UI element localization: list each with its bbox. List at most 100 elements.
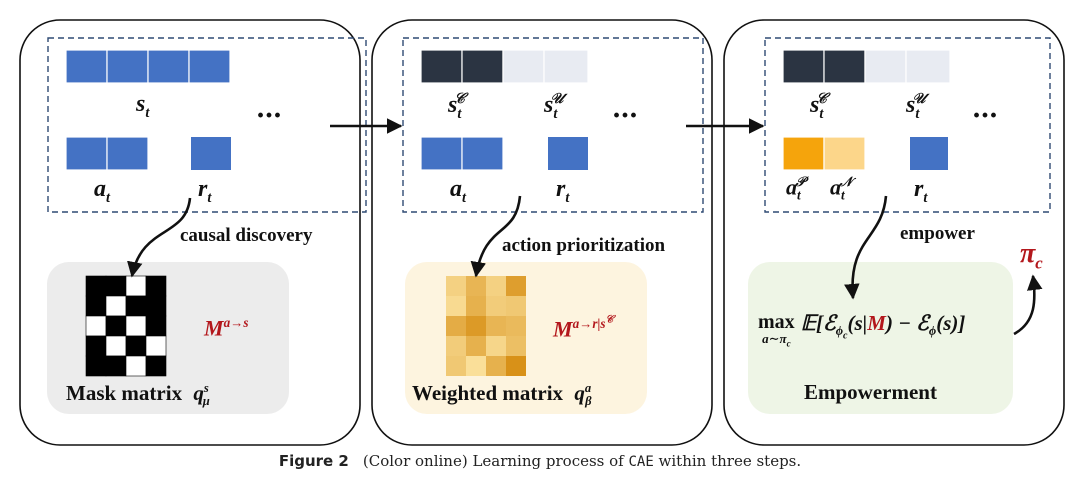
action-symbol-causal: at bbox=[94, 176, 110, 206]
non-prioritized-action-cell bbox=[823, 136, 866, 171]
mask-cell bbox=[105, 275, 127, 297]
action-symbol-prioritization: at bbox=[450, 176, 466, 206]
weighted-cell bbox=[466, 316, 486, 336]
weighted-cell bbox=[466, 296, 486, 316]
ellipsis-causal: … bbox=[256, 94, 282, 124]
mask-cell bbox=[105, 355, 127, 377]
state-cell bbox=[147, 49, 190, 84]
reward-symbol-prioritization: rt bbox=[556, 176, 570, 206]
weighted-cell bbox=[466, 356, 486, 376]
weighted-cell bbox=[506, 356, 526, 376]
action-bar-prioritization bbox=[420, 136, 504, 171]
figure-caption: Figure 2(Color online) Learning process … bbox=[0, 452, 1080, 470]
formula-max: max bbox=[758, 311, 795, 333]
caption-text-2: within three steps. bbox=[653, 452, 802, 470]
formula-under: a∼πc bbox=[762, 331, 791, 349]
mask-cell bbox=[145, 355, 167, 377]
controllable-state-symbol-prioritization: st𝒞 bbox=[448, 91, 465, 122]
controllable-state-cell bbox=[461, 49, 504, 84]
weighted-cell bbox=[506, 336, 526, 356]
prioritized-action-cell bbox=[782, 136, 825, 171]
step-label-empower: empower bbox=[900, 223, 975, 244]
weighted-cell bbox=[466, 276, 486, 296]
state-bar-causal bbox=[65, 49, 231, 84]
controllable-state-cell bbox=[823, 49, 866, 84]
action-cell bbox=[461, 136, 504, 171]
action-cell bbox=[420, 136, 463, 171]
caption-prefix: Figure 2 bbox=[278, 452, 349, 470]
mask-cell bbox=[125, 295, 147, 317]
weighted-cell bbox=[446, 316, 466, 336]
empower-box bbox=[748, 262, 1013, 414]
reward-cell-empower bbox=[910, 137, 948, 170]
weighted-cell bbox=[446, 356, 466, 376]
state-bar-empower bbox=[782, 49, 951, 84]
mask-cell bbox=[145, 335, 167, 357]
weighted-matrix-label: Weighted matrix qaβ bbox=[412, 381, 592, 409]
ellipsis-empower: … bbox=[972, 94, 998, 124]
uncontrollable-state-cell bbox=[905, 49, 951, 84]
state-cell bbox=[106, 49, 149, 84]
reward-cell-prioritization bbox=[548, 137, 588, 170]
weighted-cell bbox=[446, 296, 466, 316]
state-bar-prioritization bbox=[420, 49, 589, 84]
mask-cell bbox=[125, 335, 147, 357]
uncontrollable-state-cell bbox=[502, 49, 545, 84]
mask-cell bbox=[85, 315, 107, 337]
controllable-state-cell bbox=[782, 49, 825, 84]
mask-cell bbox=[125, 275, 147, 297]
weighted-cell bbox=[446, 276, 466, 296]
uncontrollable-state-cell bbox=[543, 49, 589, 84]
controllable-state-symbol-empower: st𝒞 bbox=[810, 91, 827, 122]
arrow-causal-discovery bbox=[127, 197, 192, 278]
weighted-cell bbox=[486, 316, 506, 336]
arrow-to-policy bbox=[1013, 274, 1043, 336]
state-cell bbox=[65, 49, 108, 84]
arrow-action-prioritization bbox=[470, 195, 522, 278]
mask-cell bbox=[145, 275, 167, 297]
formula-body: 𝔼[ℰϕc(s|M) − ℰϕ(s)] bbox=[800, 311, 966, 342]
mask-cell bbox=[85, 295, 107, 317]
non-prioritized-action-symbol: at𝒩 bbox=[830, 174, 853, 203]
weighted-matrix-name: Ma→r|s𝒞 bbox=[553, 315, 614, 342]
mask-cell bbox=[145, 295, 167, 317]
weighted-cell bbox=[506, 276, 526, 296]
dashed-box-prioritization bbox=[402, 37, 704, 213]
mask-cell bbox=[105, 315, 127, 337]
mask-cell bbox=[125, 315, 147, 337]
weighted-cell bbox=[486, 296, 506, 316]
mask-cell bbox=[105, 295, 127, 317]
reward-symbol-causal: rt bbox=[198, 176, 212, 206]
uncontrollable-state-cell bbox=[864, 49, 907, 84]
reward-symbol-empower: rt bbox=[914, 176, 928, 206]
state-cell bbox=[188, 49, 231, 84]
mask-matrix-name: Ma→s bbox=[204, 315, 249, 341]
state-symbol-causal: st bbox=[136, 91, 150, 121]
mask-cell bbox=[85, 335, 107, 357]
prioritized-action-symbol: at𝒫 bbox=[786, 174, 806, 203]
empowerment-formula: max a∼πc 𝔼[ℰϕc(s|M) − ℰϕ(s)] bbox=[758, 312, 965, 351]
mask-cell bbox=[85, 355, 107, 377]
weighted-cell bbox=[486, 276, 506, 296]
uncontrollable-state-symbol-prioritization: st𝒰 bbox=[544, 91, 564, 122]
weighted-cell bbox=[486, 356, 506, 376]
dashed-box-empower bbox=[764, 37, 1051, 213]
arrow-empower bbox=[844, 195, 888, 300]
reward-cell-causal bbox=[191, 137, 231, 170]
controllable-state-cell bbox=[420, 49, 463, 84]
weighted-cell bbox=[446, 336, 466, 356]
step-label-causal-discovery: causal discovery bbox=[180, 225, 313, 246]
mask-cell bbox=[105, 335, 127, 357]
weighted-cell bbox=[506, 316, 526, 336]
weighted-cell bbox=[506, 296, 526, 316]
mask-cell bbox=[145, 315, 167, 337]
empowerment-label: Empowerment bbox=[804, 380, 937, 404]
caption-code: CAE bbox=[628, 454, 654, 470]
action-bar-causal bbox=[65, 136, 149, 171]
ellipsis-prioritization: … bbox=[612, 94, 638, 124]
policy-symbol: πc bbox=[1020, 238, 1043, 273]
mask-cell bbox=[125, 355, 147, 377]
action-cell bbox=[65, 136, 108, 171]
